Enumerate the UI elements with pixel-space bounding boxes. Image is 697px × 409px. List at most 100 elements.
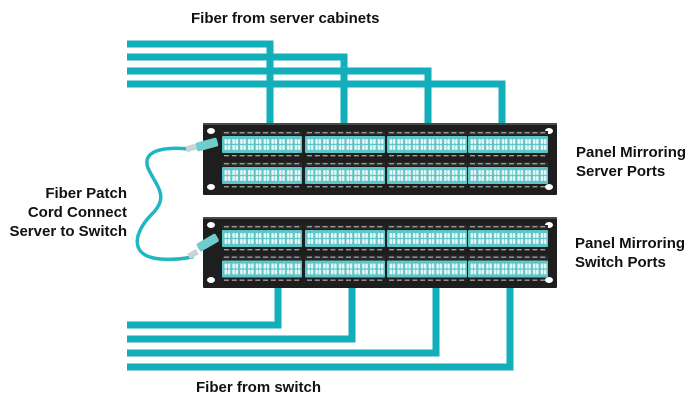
server-fiber-run: [127, 40, 274, 125]
lc-port: [412, 239, 416, 244]
lc-port: [266, 239, 270, 244]
lc-port: [532, 269, 536, 275]
lc-port: [473, 239, 477, 244]
lc-port: [473, 233, 477, 238]
lc-port: [444, 269, 447, 275]
module-adapter-block: [468, 230, 548, 247]
lc-port: [266, 269, 270, 275]
lc-port: [235, 239, 239, 244]
tx-label: [322, 256, 328, 258]
lc-port: [373, 176, 376, 181]
lc-port: [451, 139, 455, 144]
rx-label: [255, 249, 261, 251]
rx-label: [263, 279, 268, 281]
lc-port: [423, 233, 427, 238]
tx-label: [493, 256, 499, 258]
lc-port: [227, 269, 231, 275]
server-fiber-run: [127, 67, 432, 125]
lc-port: [489, 145, 492, 150]
lc-port: [377, 145, 381, 150]
lc-port: [362, 145, 365, 150]
lc-port: [459, 139, 463, 144]
lc-port: [497, 170, 500, 175]
rx-label: [501, 186, 507, 188]
lc-port: [486, 263, 489, 269]
lc-port: [532, 239, 536, 244]
lc-port: [255, 170, 259, 175]
rx-label: [532, 279, 538, 281]
connector-boot: [187, 248, 199, 260]
lc-port: [349, 233, 353, 238]
rx-label: [247, 279, 253, 281]
lc-port: [357, 139, 361, 144]
tx-label: [263, 132, 268, 134]
lc-port: [501, 239, 505, 244]
lc-port: [274, 139, 278, 144]
rx-label: [404, 155, 410, 157]
lc-port: [405, 239, 408, 244]
tx-label: [369, 226, 375, 228]
lc-port: [470, 239, 474, 244]
lc-port: [509, 269, 513, 275]
tx-label: [524, 226, 530, 228]
rx-label: [420, 249, 426, 251]
switch-fiber-run: [127, 285, 356, 343]
lc-port: [315, 139, 318, 144]
lc-port: [423, 170, 427, 175]
rx-label: [501, 279, 507, 281]
lc-port: [227, 263, 231, 269]
lc-port: [282, 170, 285, 175]
lc-port: [532, 233, 536, 238]
lc-port: [365, 176, 368, 181]
lc-port: [444, 176, 447, 181]
rx-label: [353, 279, 359, 281]
lc-port: [436, 176, 439, 181]
label-patch-cord-line-1: Fiber Patch: [45, 185, 127, 202]
lc-port: [330, 145, 334, 150]
rx-label: [516, 155, 522, 157]
lc-port: [517, 269, 520, 275]
lc-port: [247, 170, 251, 175]
lc-port: [528, 176, 531, 181]
lc-port: [459, 239, 463, 244]
tx-label: [516, 163, 522, 165]
lc-port: [447, 269, 450, 275]
lc-port: [338, 170, 342, 175]
lc-port: [497, 239, 500, 244]
port-label-strip-tx: [468, 131, 548, 135]
lc-port: [408, 239, 411, 244]
lc-port: [251, 145, 254, 150]
rx-label: [255, 279, 261, 281]
lc-port: [258, 239, 262, 244]
label-switch-panel: Panel Mirroring Switch Ports: [575, 234, 685, 272]
tx-label: [307, 226, 312, 228]
tx-label: [396, 226, 402, 228]
lc-port: [420, 263, 424, 269]
lc-port: [274, 269, 278, 275]
lc-port: [447, 170, 450, 175]
lc-port: [525, 269, 528, 275]
lc-port: [282, 269, 285, 275]
port-label-strip-tx: [468, 162, 548, 166]
lc-port: [436, 139, 439, 144]
rx-label: [451, 186, 457, 188]
lc-port: [528, 145, 531, 150]
tx-label: [278, 163, 284, 165]
lc-port: [282, 263, 285, 269]
rx-label: [361, 279, 367, 281]
tx-label: [278, 226, 284, 228]
lc-port: [392, 269, 396, 275]
lc-port: [520, 263, 524, 269]
lc-port: [512, 176, 516, 181]
lc-port: [315, 145, 318, 150]
tx-label: [493, 163, 499, 165]
lc-port: [334, 170, 337, 175]
rx-label: [270, 186, 276, 188]
switch-patch-panel: [203, 217, 557, 288]
lc-port: [478, 176, 481, 181]
lc-port: [428, 269, 432, 275]
lc-port: [354, 145, 357, 150]
rx-label: [451, 155, 457, 157]
rx-label: [263, 186, 268, 188]
lc-port: [493, 233, 497, 238]
